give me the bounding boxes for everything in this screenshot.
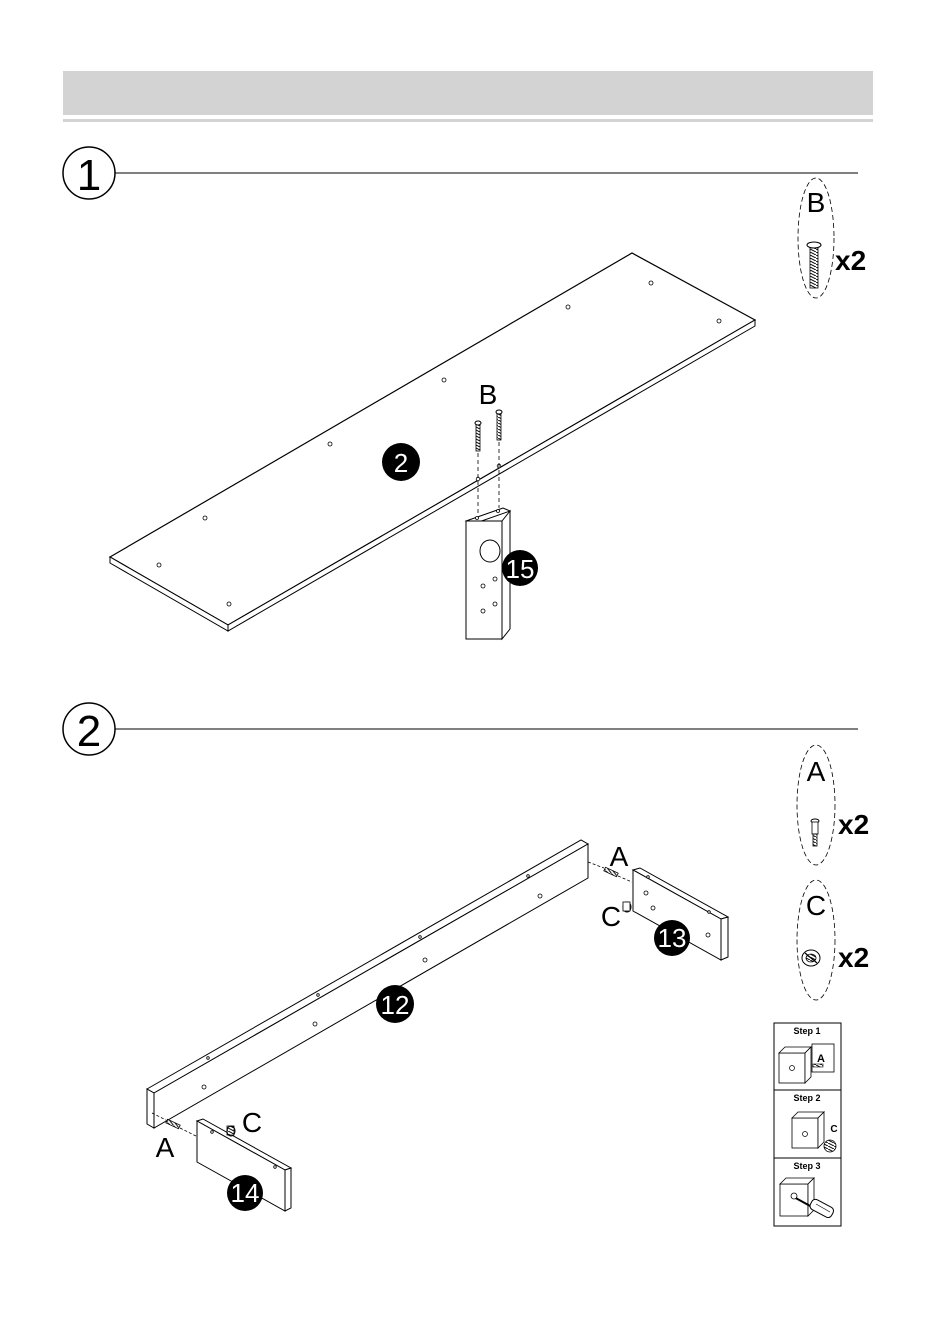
cam-c-right [623,902,631,912]
cam-step-title: Step 1 [793,1026,820,1036]
part-label-13: 13 [654,920,690,956]
hardware-qty: x2 [835,245,866,276]
cam-step-tag: C [830,1124,837,1135]
step-number: 2 [77,707,101,756]
part-number: 15 [506,554,535,584]
hardware-label: A [807,756,826,787]
hardware-label: B [807,187,826,218]
callout-c: C [242,1107,262,1138]
part-number: 12 [381,990,410,1020]
part-number: 2 [394,448,408,478]
callout-label: B [479,379,498,410]
part-label-15: 15 [502,550,538,586]
hardware-c: C x2 [797,880,869,1000]
step-number: 1 [77,151,101,200]
step-2-header: 2 [63,703,858,756]
hardware-a: A x2 [797,745,869,865]
hardware-qty: x2 [838,809,869,840]
cam-step-tag: A [817,1053,825,1065]
panel-12 [147,840,588,1128]
screw-icon [807,242,821,288]
panel-2 [110,253,755,631]
part-label-14: 14 [227,1175,263,1211]
screw-icon [475,421,481,451]
hardware-label: C [806,890,826,921]
callout-a: A [610,841,629,872]
part-label-2: 2 [382,443,420,481]
hardware-qty: x2 [838,942,869,973]
callout-c: C [601,901,621,932]
part-number: 13 [658,923,687,953]
hardware-b: B x2 [798,178,866,298]
step-1-header: 1 [63,147,858,200]
part-label-12: 12 [376,985,414,1023]
part-number: 14 [231,1178,260,1208]
callout-a: A [156,1132,175,1163]
cam-step-title: Step 3 [793,1161,820,1171]
cam-instructions: Step 1 A Step 2 C Step 3 [774,1023,841,1226]
cam-c-left [227,1126,235,1136]
dowel-icon [811,819,819,846]
screw-icon [496,410,502,440]
cam-step-title: Step 2 [793,1093,820,1103]
cam-lock-icon [802,950,820,966]
